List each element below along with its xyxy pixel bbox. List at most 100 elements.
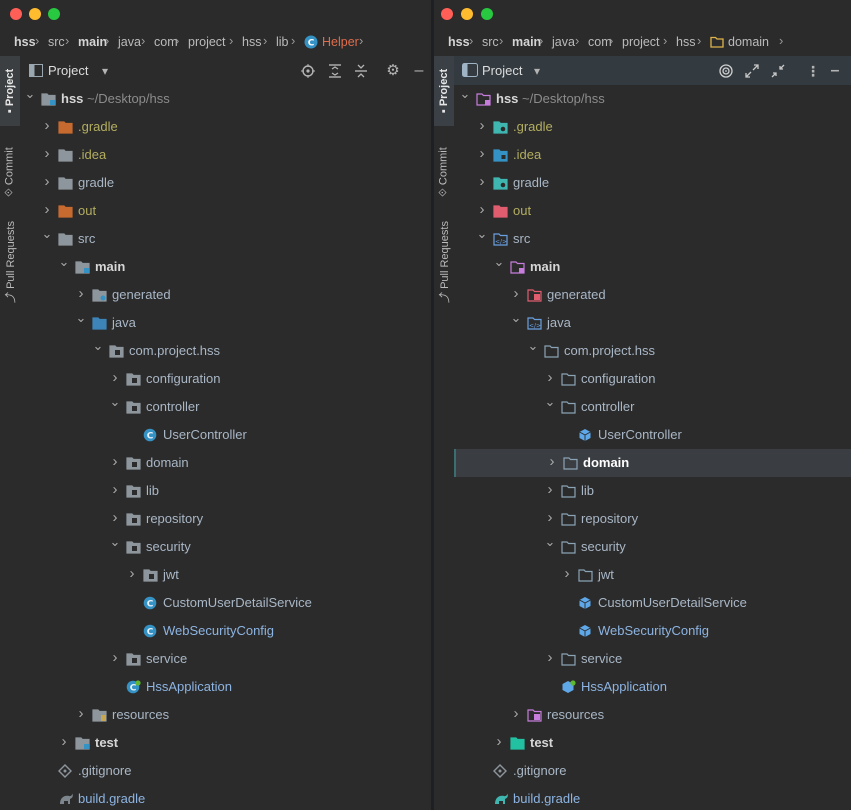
tree-row[interactable]: ›test — [454, 729, 851, 757]
close-window-button[interactable] — [10, 8, 22, 20]
tree-row[interactable]: UserController — [454, 421, 851, 449]
chevron-right-icon[interactable]: › — [44, 117, 50, 134]
breadcrumb-item[interactable]: hss — [242, 35, 262, 49]
tree-row[interactable]: ⌄hss ~/Desktop/hss — [454, 85, 851, 113]
tree-row[interactable]: ⌄controller — [20, 393, 431, 421]
chevron-down-icon[interactable]: ⌄ — [527, 338, 539, 353]
chevron-right-icon[interactable]: › — [44, 201, 50, 218]
chevron-down-icon[interactable]: ⌄ — [459, 86, 471, 101]
breadcrumb-item[interactable]: domain — [728, 35, 769, 49]
tree-row[interactable]: ⌄com.project.hss — [20, 337, 431, 365]
tree-row[interactable]: ›generated — [20, 281, 431, 309]
tree-row[interactable]: build.gradle — [454, 785, 851, 810]
side-tab-commit[interactable]: ⟐ Commit — [0, 136, 20, 208]
tree-row[interactable]: ⌄main — [454, 253, 851, 281]
chevron-down-icon[interactable]: ⌄ — [109, 534, 121, 549]
side-tab-project[interactable]: ▪ Project — [0, 56, 20, 126]
tree-row[interactable]: ⌄hss ~/Desktop/hss — [20, 85, 431, 113]
chevron-right-icon[interactable]: › — [112, 369, 118, 386]
chevron-right-icon[interactable]: › — [549, 453, 555, 470]
side-tab-pull-requests[interactable]: ⤴ Pull Requests — [434, 216, 454, 308]
tree-row[interactable]: ›gradle — [20, 169, 431, 197]
breadcrumb-item[interactable]: main — [512, 35, 542, 49]
chevron-down-icon[interactable]: ⌄ — [476, 226, 488, 241]
side-tab-project[interactable]: ▪ Project — [434, 56, 454, 126]
breadcrumb-item[interactable]: Helper — [322, 35, 359, 49]
tree-row[interactable]: .gitignore — [454, 757, 851, 785]
hide-panel-icon[interactable]: – — [414, 62, 424, 79]
expand-all-icon[interactable] — [745, 64, 759, 78]
breadcrumb-item[interactable]: hss — [676, 35, 696, 49]
tree-row[interactable]: ›lib — [20, 477, 431, 505]
tree-row[interactable]: ›service — [20, 645, 431, 673]
tree-row[interactable]: ›.idea — [454, 141, 851, 169]
tree-row[interactable]: ›out — [20, 197, 431, 225]
tree-row[interactable]: ›resources — [454, 701, 851, 729]
tree-row[interactable]: ›configuration — [20, 365, 431, 393]
breadcrumb-item[interactable]: com — [588, 35, 612, 49]
tree-row[interactable]: ›service — [454, 645, 851, 673]
collapse-all-icon[interactable] — [771, 64, 785, 78]
chevron-right-icon[interactable]: › — [112, 481, 118, 498]
breadcrumb-item[interactable]: java — [118, 35, 141, 49]
more-options-icon[interactable]: ⋮ — [806, 63, 820, 79]
tree-row[interactable]: ⌄main — [20, 253, 431, 281]
chevron-right-icon[interactable]: › — [112, 649, 118, 666]
zoom-window-button[interactable] — [481, 8, 493, 20]
chevron-right-icon[interactable]: › — [479, 117, 485, 134]
tree-row[interactable]: ⌄security — [454, 533, 851, 561]
locate-file-icon[interactable] — [719, 64, 733, 78]
tree-row[interactable]: build.gradle — [20, 785, 431, 810]
chevron-right-icon[interactable]: › — [547, 509, 553, 526]
breadcrumb-item[interactable]: lib — [276, 35, 289, 49]
chevron-down-icon[interactable]: ⌄ — [24, 86, 36, 101]
tree-row[interactable]: ›gradle — [454, 169, 851, 197]
chevron-right-icon[interactable]: › — [479, 173, 485, 190]
tree-row[interactable]: ›.gradle — [20, 113, 431, 141]
tree-row[interactable]: ⌄src — [20, 225, 431, 253]
gear-icon[interactable]: ⚙ — [386, 62, 400, 79]
chevron-right-icon[interactable]: › — [44, 145, 50, 162]
tree-row[interactable]: ›test — [20, 729, 431, 757]
project-view-title[interactable]: Project — [48, 63, 89, 78]
chevron-down-icon[interactable]: ▾ — [101, 64, 109, 78]
chevron-right-icon[interactable]: › — [78, 285, 84, 302]
breadcrumb-item[interactable]: src — [482, 35, 499, 49]
chevron-right-icon[interactable]: › — [112, 509, 118, 526]
collapse-all-icon[interactable] — [354, 64, 368, 78]
tree-row[interactable]: ›.idea — [20, 141, 431, 169]
chevron-right-icon[interactable]: › — [513, 285, 519, 302]
chevron-down-icon[interactable]: ⌄ — [92, 338, 104, 353]
zoom-window-button[interactable] — [48, 8, 60, 20]
tree-row[interactable]: ›lib — [454, 477, 851, 505]
tree-row[interactable]: ›domain — [20, 449, 431, 477]
hide-panel-icon[interactable]: – — [830, 62, 840, 79]
chevron-down-icon[interactable]: ⌄ — [544, 534, 556, 549]
tree-row[interactable]: ›jwt — [454, 561, 851, 589]
tree-row[interactable]: .gitignore — [20, 757, 431, 785]
chevron-right-icon[interactable]: › — [496, 733, 502, 750]
tree-row[interactable]: ›.gradle — [454, 113, 851, 141]
breadcrumb-item[interactable]: project — [188, 35, 226, 49]
tree-row[interactable]: ⌄</>src — [454, 225, 851, 253]
tree-row[interactable]: ›resources — [20, 701, 431, 729]
project-view-title[interactable]: Project — [482, 63, 523, 78]
chevron-right-icon[interactable]: › — [78, 705, 84, 722]
chevron-down-icon[interactable]: ▾ — [533, 64, 541, 78]
tree-row[interactable]: WebSecurityConfig — [454, 617, 851, 645]
tree-row[interactable]: ⌄com.project.hss — [454, 337, 851, 365]
breadcrumb-item[interactable]: src — [48, 35, 65, 49]
chevron-down-icon[interactable]: ⌄ — [41, 226, 53, 241]
breadcrumb-item[interactable]: main — [78, 35, 108, 49]
tree-row[interactable]: ›configuration — [454, 365, 851, 393]
locate-file-icon[interactable] — [301, 64, 315, 78]
chevron-right-icon[interactable]: › — [547, 369, 553, 386]
chevron-right-icon[interactable]: › — [513, 705, 519, 722]
tree-row[interactable]: CustomUserDetailService — [454, 589, 851, 617]
chevron-down-icon[interactable]: ⌄ — [75, 310, 87, 325]
chevron-down-icon[interactable]: ⌄ — [510, 310, 522, 325]
